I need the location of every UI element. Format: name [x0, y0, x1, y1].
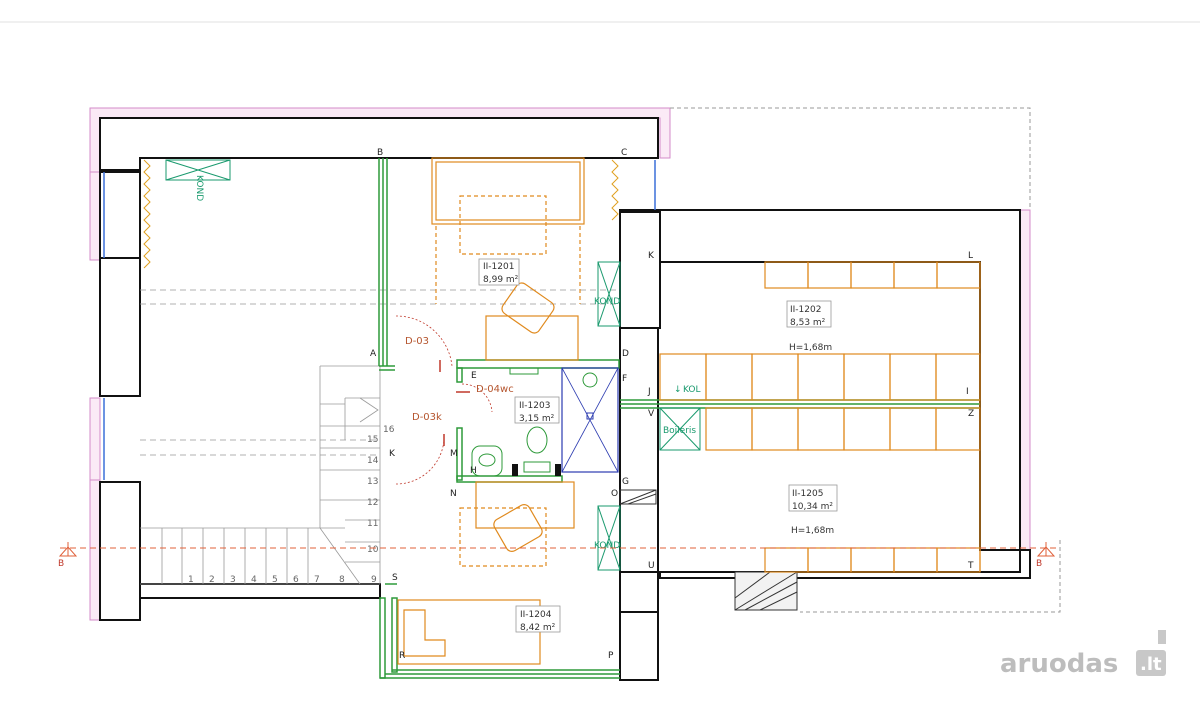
step-12: 12: [367, 498, 378, 508]
staircase: [140, 365, 381, 585]
point-k: K: [648, 251, 655, 261]
point-i: I: [966, 387, 969, 397]
logo-tld: .lt: [1140, 654, 1162, 675]
room-id: II-1205: [792, 489, 823, 499]
point-r: R: [399, 651, 405, 661]
point-g: G: [622, 477, 629, 487]
room-id: II-1202: [790, 305, 821, 315]
door-d03k: D-03k: [412, 412, 442, 423]
door-swings: [395, 315, 493, 485]
insulation-outline: [89, 107, 1031, 621]
door-marks: [439, 360, 470, 446]
slope-lines: [140, 289, 618, 456]
room-label-1203: II-1203 3,15 m²: [514, 396, 560, 424]
point-e: E: [471, 371, 477, 381]
kond-label-1: KOND: [194, 175, 204, 201]
room-area: 8,53 m²: [790, 318, 826, 328]
point-u: U: [648, 561, 655, 571]
point-s: S: [392, 573, 398, 583]
point-k2: K: [389, 449, 396, 459]
bathroom-fixtures: [471, 367, 619, 477]
step-3: 3: [230, 575, 236, 585]
room-area: 10,34 m²: [792, 502, 833, 512]
room-label-1202: II-1202 8,53 m² H=1,68m: [786, 300, 832, 353]
room-area: 3,15 m²: [519, 414, 555, 424]
point-j: J: [647, 387, 651, 397]
room-label-1205: II-1205 10,34 m² H=1,68m: [788, 484, 838, 536]
step-15: 15: [367, 435, 378, 445]
logo-name: aruodas: [1000, 649, 1118, 679]
kol-label: KOL: [683, 385, 701, 395]
section-marker-right: B: [1036, 542, 1056, 569]
kol-arrow-icon: ↓: [674, 385, 682, 395]
point-h: H: [470, 466, 477, 476]
point-v: V: [648, 409, 655, 419]
point-z: Z: [968, 409, 974, 419]
stair-step-numbers: 1 2 3 4 5 6 7 8 9 10 11 12 13 14 15 16: [188, 425, 395, 585]
zigzag-insulation: [143, 159, 619, 269]
point-o: O: [611, 489, 618, 499]
kond-label-2: KOND: [594, 297, 620, 307]
logo: aruodas .lt: [1000, 630, 1166, 679]
point-c: C: [621, 148, 627, 158]
point-b: B: [377, 148, 383, 158]
room-height: H=1,68m: [791, 526, 834, 536]
point-m: M: [450, 449, 458, 459]
door-d04wc: D-04wc: [476, 384, 514, 395]
step-8: 8: [339, 575, 345, 585]
step-1: 1: [188, 575, 194, 585]
room-area: 8,42 m²: [520, 623, 556, 633]
logo-chimney-icon: [1158, 630, 1166, 644]
room-id: II-1201: [483, 262, 514, 272]
step-4: 4: [251, 575, 257, 585]
kond-units: [165, 159, 701, 571]
step-6: 6: [293, 575, 299, 585]
point-l: L: [968, 251, 973, 261]
room-label-1201: II-1201 8,99 m²: [478, 258, 520, 286]
point-labels: A B C D E F G H I J K K L M N O P R S T …: [370, 148, 974, 661]
step-14: 14: [367, 456, 379, 466]
room-id: II-1204: [520, 610, 552, 620]
room-area: 8,99 m²: [483, 275, 519, 285]
step-7: 7: [314, 575, 320, 585]
point-t: T: [967, 561, 974, 571]
door-d03: D-03: [405, 336, 429, 347]
point-p: P: [608, 651, 614, 661]
room-height: H=1,68m: [789, 343, 832, 353]
room-id: II-1203: [519, 401, 550, 411]
boiler-label: Boileris: [663, 426, 696, 436]
section-marker-left: B: [58, 542, 78, 569]
step-10: 10: [367, 545, 379, 555]
furniture: [397, 157, 981, 665]
step-11: 11: [367, 519, 378, 529]
step-2: 2: [209, 575, 215, 585]
shafts: [619, 489, 798, 611]
room-label-1204: II-1204 8,42 m²: [515, 605, 561, 633]
step-9: 9: [371, 575, 377, 585]
step-16: 16: [383, 425, 395, 435]
point-a: A: [370, 349, 377, 359]
step-13: 13: [367, 477, 378, 487]
kond-label-3: KOND: [594, 541, 620, 551]
section-label-left: B: [58, 559, 64, 569]
point-d: D: [622, 349, 629, 359]
windows: [103, 160, 656, 480]
step-5: 5: [272, 575, 278, 585]
point-n: N: [450, 489, 457, 499]
section-label-right: B: [1036, 559, 1042, 569]
point-f: F: [622, 374, 627, 384]
